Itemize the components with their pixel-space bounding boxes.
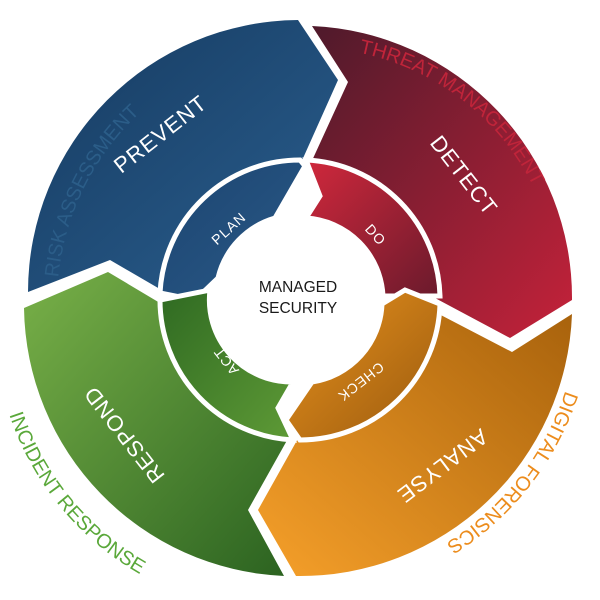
inner-segment-check[interactable] bbox=[282, 287, 443, 443]
center-label-line2: SECURITY bbox=[259, 300, 337, 317]
segment-respond[interactable] bbox=[24, 272, 290, 576]
inner-segment-do[interactable] bbox=[301, 157, 443, 299]
segment-prevent[interactable] bbox=[28, 20, 338, 292]
inner-segment-plan[interactable] bbox=[157, 157, 309, 303]
segment-analyse[interactable] bbox=[258, 312, 572, 577]
center-label-line1: MANAGED bbox=[259, 279, 337, 296]
outer-ring bbox=[24, 20, 573, 577]
segment-detect[interactable] bbox=[310, 26, 573, 338]
inner-ring bbox=[157, 157, 443, 443]
inner-segment-act[interactable] bbox=[157, 286, 298, 443]
center-circle bbox=[228, 228, 368, 368]
